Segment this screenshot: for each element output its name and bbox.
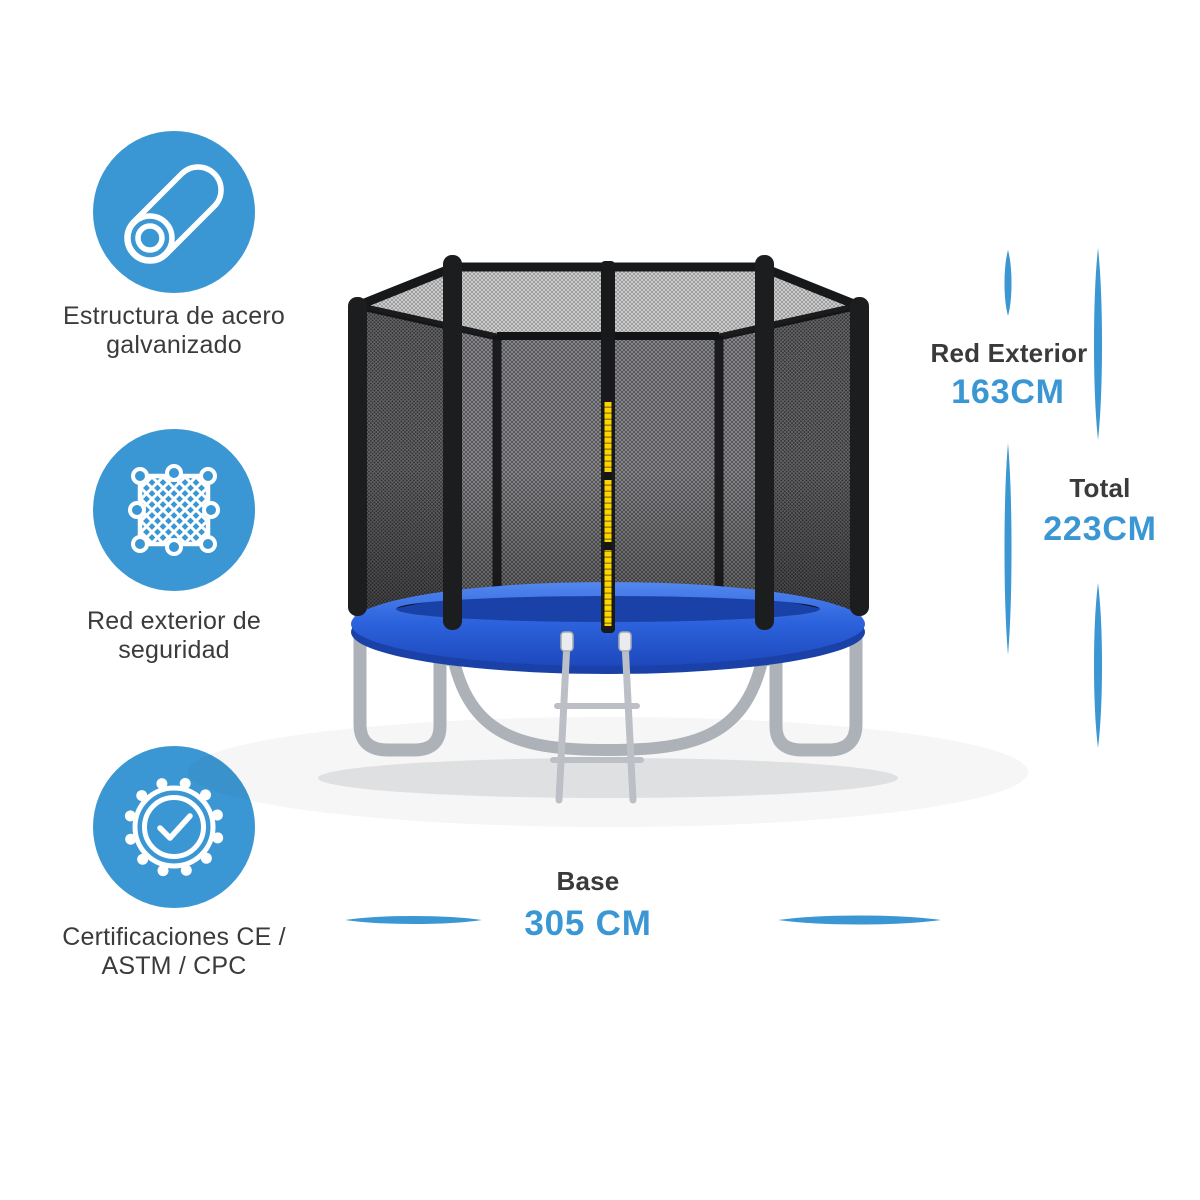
measure-line-total-top [1094, 248, 1102, 440]
measure-line-net-top [1004, 250, 1012, 316]
net-icon [128, 464, 220, 556]
badge-check-icon [123, 776, 225, 878]
feature-icon-circle [93, 429, 255, 591]
measurement-net-value: 163CM [951, 373, 1065, 411]
measurement-total-label: Total [1069, 473, 1131, 503]
feature-icon-circle [93, 746, 255, 908]
measure-line-base-left [345, 916, 482, 924]
feature-icon-circle [93, 131, 255, 293]
feature-label: Red exterior de seguridad [87, 607, 261, 664]
measure-line-net-bottom [1004, 443, 1012, 655]
measure-line-base-right [778, 915, 941, 925]
feature-label: Certificaciones CE / ASTM / CPC [62, 923, 286, 980]
measure-line-total-bottom [1094, 583, 1102, 748]
feature-label: Estructura de acero galvanizado [63, 302, 285, 359]
pipe-icon [124, 164, 224, 264]
measurement-base-label: Base [556, 866, 620, 896]
measurement-base-value: 305 CM [524, 904, 652, 943]
measure-lines [345, 248, 1102, 925]
measurement-total-value: 223CM [1043, 510, 1157, 548]
entrance-zipper [601, 261, 615, 633]
ladder [550, 631, 644, 804]
measurement-net-label: Red Exterior [930, 338, 1088, 368]
ground-shadow [318, 758, 898, 798]
net-poles [348, 255, 869, 630]
